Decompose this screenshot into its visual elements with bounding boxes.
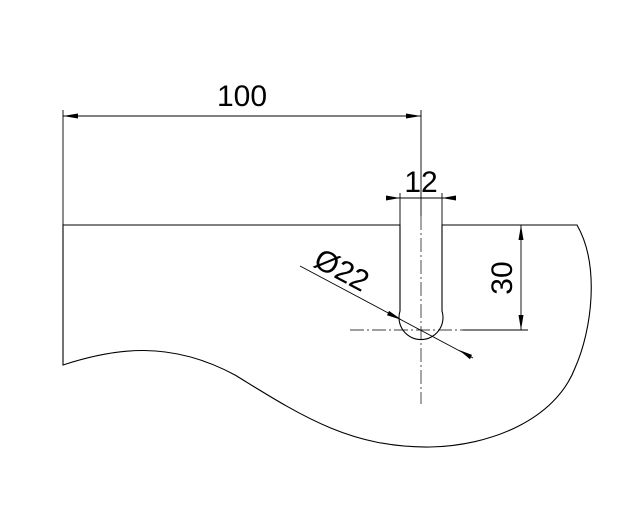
part-outline bbox=[62, 224, 592, 448]
dimension-label-30: 30 bbox=[486, 261, 519, 294]
dimension-label-12: 12 bbox=[404, 166, 437, 199]
arrowhead bbox=[518, 315, 524, 330]
arrowhead bbox=[406, 113, 421, 119]
arrowhead bbox=[63, 113, 78, 119]
dimension-label-100: 100 bbox=[217, 80, 267, 113]
arrowhead bbox=[459, 350, 472, 360]
arrowhead bbox=[387, 310, 402, 320]
arrowhead bbox=[518, 225, 524, 240]
leader-line-diameter bbox=[299, 265, 474, 359]
dimension-12: 12 bbox=[386, 166, 456, 225]
arrowhead bbox=[442, 195, 456, 201]
dimension-diameter-22: Ø22 bbox=[299, 243, 474, 360]
dimension-label-diameter: Ø22 bbox=[309, 243, 375, 299]
dimension-100: 100 bbox=[62, 80, 422, 225]
arrowhead bbox=[386, 195, 400, 201]
dimension-30: 30 bbox=[442, 224, 528, 331]
